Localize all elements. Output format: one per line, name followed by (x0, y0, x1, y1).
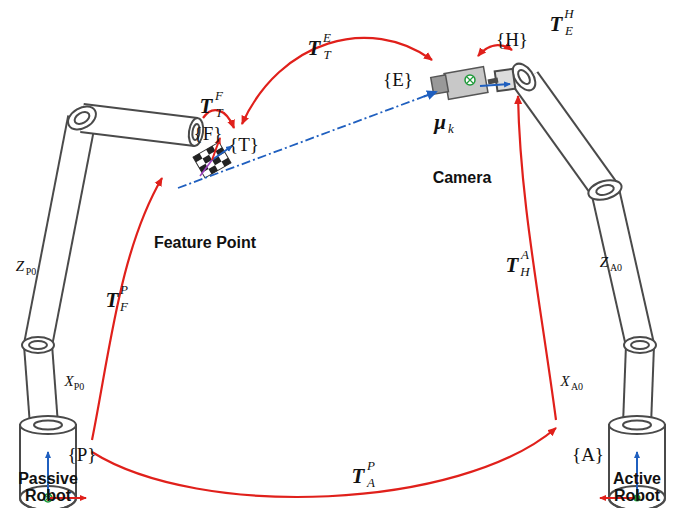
frame-label: {T} (229, 135, 259, 155)
transform-arrows (92, 38, 556, 497)
subscript: k (448, 122, 454, 136)
superscript: A (521, 248, 529, 262)
superscript: E (323, 31, 331, 45)
camera (431, 67, 516, 100)
transform-symbol: T (308, 37, 321, 59)
frame-label: {F} (194, 124, 223, 144)
frame-label: {P} (68, 445, 97, 465)
subscript: T (323, 48, 330, 62)
ray-arrowhead (424, 92, 436, 97)
subscript: A (367, 476, 375, 490)
subscript: T (215, 106, 222, 120)
superscript: P (367, 459, 375, 473)
part-name: Active Robot (601, 471, 673, 505)
axis-label: Z (600, 255, 608, 271)
projection-ray (178, 92, 436, 188)
transform-symbol: T (106, 289, 119, 311)
vector-symbol: μ (434, 111, 446, 133)
frame-label: {H} (496, 30, 528, 50)
part-name: Camera (433, 170, 492, 187)
subscript: F (120, 300, 128, 314)
transform-symbol: T (550, 13, 563, 35)
checkerboard (193, 142, 231, 178)
axis-label: X (64, 374, 73, 390)
frame-label: {A} (572, 445, 604, 465)
axis-subscript: P0 (26, 267, 37, 278)
active-robot (508, 60, 665, 508)
superscript: P (120, 283, 128, 297)
part-name: Feature Point (154, 235, 256, 252)
subscript: E (565, 24, 573, 38)
transform-symbol: T (506, 254, 519, 276)
axis-label: X (560, 374, 569, 390)
axis-label: Z (16, 259, 24, 275)
axis-subscript: A0 (610, 263, 622, 274)
part-name: Passive Robot (12, 471, 84, 505)
frame-label: {E} (383, 70, 413, 90)
subscript: H (520, 265, 529, 279)
superscript: F (215, 89, 223, 103)
axis-subscript: A0 (571, 382, 583, 393)
transform-symbol: T (352, 465, 365, 487)
transform-symbol: T (200, 95, 213, 117)
axis-subscript: P0 (74, 382, 85, 393)
superscript: H (564, 7, 573, 21)
passive-robot (20, 102, 205, 508)
